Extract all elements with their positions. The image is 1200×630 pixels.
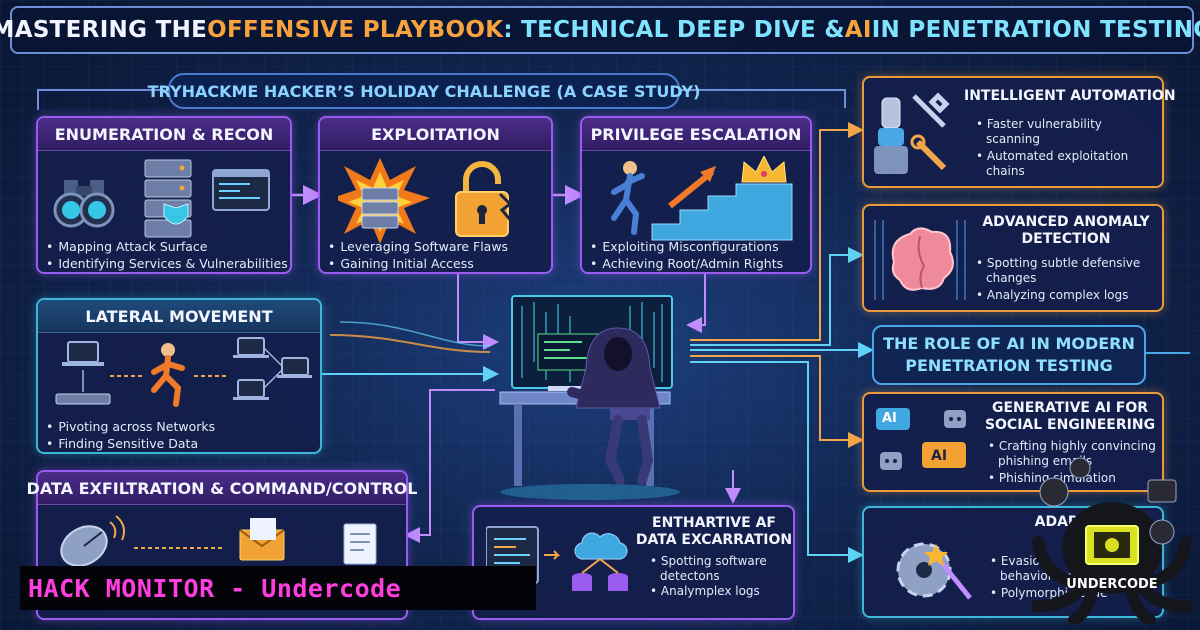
anomaly-detection-panel: ADVANCED ANOMALY DETECTION • Spotting su… — [862, 204, 1164, 312]
laptop-icon — [233, 379, 269, 400]
title-part-2: OFFENSIVE PLAYBOOK — [207, 17, 504, 43]
ai-chip-1: AI — [882, 411, 897, 426]
laptop-icon — [277, 357, 312, 378]
crown-icon — [741, 156, 787, 183]
bullet: • Spotting software — [650, 554, 767, 568]
case-study-subtitle: TRYHACKME HACKER’S HOLIDAY CHALLENGE (A … — [148, 73, 700, 109]
gear-wand-icon — [896, 542, 972, 600]
lateral-movement-title: LATERAL MOVEMENT — [38, 300, 320, 333]
ai-role-line-2: PENETRATION TESTING — [905, 356, 1113, 375]
climber-icon — [611, 161, 645, 235]
document-icon — [343, 523, 377, 565]
bullet: • Spotting subtle defensive — [976, 256, 1141, 270]
privilege-escalation-title: PRIVILEGE ESCALATION — [582, 118, 810, 151]
bullet: • Automated exploitation — [976, 149, 1129, 163]
intelligent-automation-title: INTELLIGENT AUTOMATION — [964, 88, 1176, 104]
privilege-escalation-panel: PRIVILEGE ESCALATION •Exploiting Misconf… — [580, 116, 812, 274]
enumeration-title: ENUMERATION & RECON — [38, 118, 290, 151]
title-part-5: IN PENETRATION TESTING — [871, 17, 1200, 43]
laptop-icon — [62, 341, 104, 366]
bullet: •Finding Sensitive Data — [46, 436, 199, 451]
database-icon — [572, 558, 628, 591]
bullet: •Mapping Attack Surface — [46, 239, 208, 254]
lateral-movement-panel: LATERAL MOVEMENT •Pivoting across Networ… — [36, 298, 322, 454]
ai-chip-2: AI — [931, 448, 948, 464]
gear-icon — [896, 542, 952, 598]
title-part-3: : TECHNICAL DEEP DIVE & — [503, 17, 845, 43]
bullet: •Gaining Initial Access — [328, 256, 474, 271]
page-title: MASTERING THE OFFENSIVE PLAYBOOK : TECHN… — [0, 6, 1200, 54]
robot-head-icon — [944, 410, 966, 428]
ai-role-line-1: THE ROLE OF AI IN MODERN — [883, 334, 1135, 353]
cloud-icon — [574, 532, 628, 560]
bullet: •Identifying Services & Vulnerabilities — [46, 256, 288, 271]
hacker-workstation-illustration — [499, 295, 680, 500]
broken-padlock-icon — [455, 161, 514, 237]
octopus-icon — [1032, 457, 1194, 624]
anomaly-detection-title: ADVANCED ANOMALY DETECTION — [982, 214, 1150, 247]
bullet: •Leveraging Software Flaws — [328, 239, 509, 254]
generative-ai-panel: AI AI GENERATIVE AI FOR SOCIAL ENGINEERI… — [862, 392, 1164, 492]
staircase-icon — [651, 183, 793, 241]
server-stack-icon — [144, 159, 192, 238]
generative-ai-title: GENERATIVE AI FOR SOCIAL ENGINEERING — [984, 400, 1156, 433]
explosion-icon — [338, 158, 430, 244]
recon-icons — [53, 159, 270, 238]
data-exfiltration-title: DATA EXFILTRATION & COMMAND/CONTROL — [27, 472, 417, 505]
data-excarration-title: ENTHARTIVE AF DATA EXCARRATION — [635, 515, 793, 548]
bullet: phishing emails — [998, 454, 1093, 468]
intelligent-automation-panel: INTELLIGENT AUTOMATION • Faster vulnerab… — [862, 76, 1176, 188]
enumeration-panel: ENUMERATION & RECON •Mapping — [36, 116, 292, 274]
robot-head-icon — [880, 452, 902, 470]
satellite-dish-icon — [60, 515, 125, 567]
envelope-icon — [239, 518, 285, 561]
bullet: detectons — [660, 569, 720, 583]
binoculars-icon — [53, 180, 115, 228]
bullet: • Faster vulnerability — [976, 117, 1102, 131]
exfil-icons — [60, 515, 377, 567]
up-arrow-icon — [668, 166, 716, 209]
binary-pattern — [874, 220, 966, 300]
bullet: • Crafting highly convincing — [988, 439, 1156, 453]
exploitation-panel: EXPLOITATION •Leveraging Software Flaws … — [318, 116, 553, 274]
title-part-1: MASTERING THE — [0, 17, 208, 43]
bullet: •Pivoting across Networks — [46, 419, 216, 434]
brain-binary-icon — [874, 220, 966, 300]
hooded-hacker-icon — [567, 327, 661, 485]
bullet: •Achieving Root/Admin Rights — [590, 256, 784, 271]
bullet: •Exploiting Misconfigurations — [590, 239, 779, 254]
exploitation-title: EXPLOITATION — [320, 118, 551, 151]
hack-monitor-banner: HACK MONITOR - Undercode — [20, 566, 536, 610]
running-person-icon — [151, 343, 185, 407]
router-icon — [55, 393, 111, 405]
bullet: scanning — [986, 132, 1040, 146]
bullet: • Analymplex logs — [650, 584, 760, 598]
terminal-window-icon — [212, 169, 270, 211]
undercode-logo: UNDERCODE — [1032, 457, 1194, 624]
exploit-icons — [338, 158, 514, 244]
logo-wordmark: UNDERCODE — [1066, 577, 1157, 592]
robot-arm-wrench-icon — [874, 92, 950, 174]
bullet: changes — [986, 271, 1037, 285]
laptop-icon — [233, 337, 269, 358]
bullet: • Analyzing complex logs — [976, 288, 1129, 302]
bullet: chains — [986, 164, 1025, 178]
ai-role-heading: THE ROLE OF AI IN MODERN PENETRATION TES… — [872, 325, 1146, 385]
title-part-4: AI — [844, 17, 872, 43]
ai-chat-icons — [876, 408, 966, 470]
escalation-icons — [611, 156, 793, 241]
network-icons — [55, 337, 312, 407]
magic-wand-icon — [924, 544, 972, 600]
